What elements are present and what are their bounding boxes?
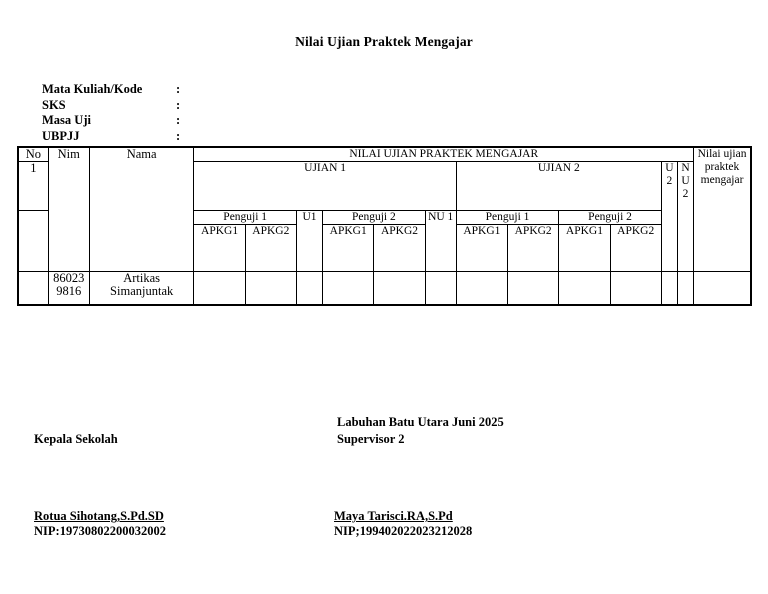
header-nama: Nama bbox=[88, 146, 195, 272]
cell-u2[interactable] bbox=[660, 271, 678, 306]
meta-colon: : bbox=[176, 82, 181, 96]
header-apkg1-p1-u1: APKG1 bbox=[193, 224, 246, 272]
header-group-all: NILAI UJIAN PRAKTEK MENGAJAR bbox=[193, 146, 695, 162]
header-ujian-1: UJIAN 1 bbox=[193, 161, 457, 211]
header-penguji-1-ujian1: Penguji 1 bbox=[193, 210, 297, 225]
meta-row-masa-uji: Masa Uji : bbox=[42, 113, 190, 129]
header-ujian-2: UJIAN 2 bbox=[455, 161, 662, 211]
row-number: 1 bbox=[17, 161, 49, 211]
meta-row-mata-kuliah: Mata Kuliah/Kode : bbox=[42, 82, 190, 98]
no-spacer-cell bbox=[17, 210, 49, 272]
header-u2: U 2 bbox=[660, 161, 678, 272]
cell-u1-apkg1-p1[interactable] bbox=[193, 271, 246, 306]
header-apkg2-p1-u1: APKG2 bbox=[244, 224, 297, 272]
header-apkg2-p2-u2: APKG2 bbox=[609, 224, 662, 272]
signature-nip-left: NIP:19730802200032002 bbox=[34, 524, 166, 538]
cell-u2-apkg1-p2[interactable] bbox=[558, 271, 611, 306]
header-penguji-1-ujian2: Penguji 1 bbox=[455, 210, 560, 225]
table-row: 860239816 Artikas Simanjuntak bbox=[17, 271, 752, 306]
table-header-row-1: No Nim Nama NILAI UJIAN PRAKTEK MENGAJAR… bbox=[17, 146, 752, 272]
header-nu2: N U 2 bbox=[676, 161, 695, 272]
cell-u2-apkg1-p1[interactable] bbox=[455, 271, 509, 306]
table-header-row-3: Penguji 1 U1 Penguji 2 NU 1 Penguji 1 Pe… bbox=[17, 210, 751, 272]
meta-label-mata-kuliah: Mata Kuliah/Kode bbox=[42, 82, 143, 96]
cell-row-no bbox=[17, 271, 49, 306]
cell-u1-apkg2-p1[interactable] bbox=[244, 271, 297, 306]
header-u1: U1 bbox=[295, 210, 324, 272]
cell-u2-apkg2-p2[interactable] bbox=[609, 271, 662, 306]
signature-name-left: Rotua Sihotang,S.Pd.SD bbox=[34, 509, 164, 523]
signature-name-right: Maya Tarisci.RA,S.Pd bbox=[334, 509, 453, 523]
meta-label-sks: SKS bbox=[42, 97, 66, 112]
header-penguji-2-ujian1: Penguji 2 bbox=[322, 210, 426, 225]
header-nim: Nim bbox=[47, 146, 90, 272]
meta-colon: : bbox=[176, 97, 181, 112]
table-header-row-4: APKG1 APKG2 APKG1 APKG2 APKG1 APKG2 APKG… bbox=[18, 224, 751, 272]
cell-nu1[interactable] bbox=[424, 271, 457, 306]
header-apkg1-p1-u2: APKG1 bbox=[455, 224, 509, 272]
header-apkg1-p2-u1: APKG1 bbox=[322, 224, 375, 272]
signature-place-date: Labuhan Batu Utara Juni 2025 bbox=[337, 415, 504, 429]
cell-u2-apkg2-p1[interactable] bbox=[507, 271, 560, 306]
header-apkg1-p2-u2: APKG1 bbox=[558, 224, 611, 272]
page-title: Nilai Ujian Praktek Mengajar bbox=[295, 34, 473, 49]
cell-u1[interactable] bbox=[295, 271, 324, 306]
header-penguji-2-ujian2: Penguji 2 bbox=[558, 210, 662, 225]
grades-table: No Nim Nama NILAI UJIAN PRAKTEK MENGAJAR… bbox=[17, 146, 752, 306]
meta-label-masa-uji: Masa Uji bbox=[42, 113, 91, 127]
meta-row-ubpjj: UBPJJ : bbox=[42, 129, 190, 145]
header-apkg2-p2-u1: APKG2 bbox=[373, 224, 426, 272]
signature-role-kepala-sekolah: Kepala Sekolah bbox=[34, 432, 118, 446]
meta-colon: : bbox=[176, 113, 181, 127]
cell-u1-apkg1-p2[interactable] bbox=[322, 271, 375, 306]
header-nu1: NU 1 bbox=[424, 210, 457, 272]
meta-colon: : bbox=[176, 128, 181, 143]
cell-u1-apkg2-p2[interactable] bbox=[373, 271, 426, 306]
table-header-row-2: 1 UJIAN 1 UJIAN 2 U 2 N U 2 bbox=[17, 161, 751, 272]
header-final-score: Nilai ujian praktek mengajar bbox=[693, 146, 752, 272]
meta-label-ubpjj: UBPJJ bbox=[42, 128, 80, 143]
signature-nip-right: NIP;199402022023212028 bbox=[334, 524, 473, 538]
cell-nu2[interactable] bbox=[676, 271, 695, 306]
meta-row-sks: SKS : bbox=[42, 98, 190, 114]
cell-nama: Artikas Simanjuntak bbox=[88, 271, 195, 306]
meta-fields: Mata Kuliah/Kode : SKS : Masa Uji : UBPJ… bbox=[42, 82, 190, 144]
signature-role-supervisor: Supervisor 2 bbox=[337, 432, 405, 446]
cell-final[interactable] bbox=[693, 271, 752, 306]
header-apkg2-p1-u2: APKG2 bbox=[507, 224, 560, 272]
header-no: No bbox=[17, 146, 49, 162]
cell-nim: 860239816 bbox=[47, 271, 90, 306]
